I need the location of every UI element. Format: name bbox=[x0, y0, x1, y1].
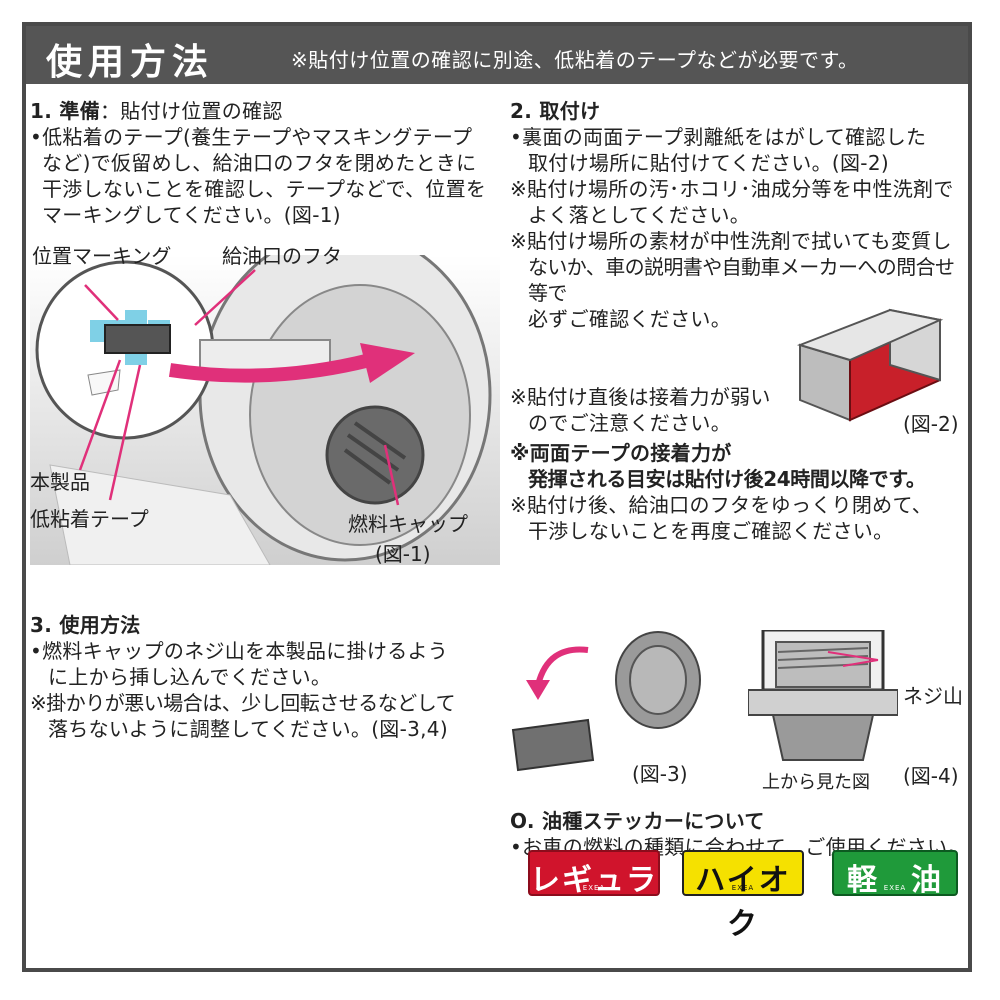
step2-bold-line: ※両面テープの接着力が bbox=[510, 441, 732, 465]
header-note: ※貼付け位置の確認に別途、低粘着のテープなどが必要です。 bbox=[291, 48, 859, 72]
sticker-label: 軽 油 bbox=[847, 863, 943, 898]
step2-title: 取付け bbox=[539, 99, 601, 123]
step2-text: 2. 取付け •裏面の両面テープ剥離紙をはがして確認した 取付け場所に貼付けてく… bbox=[510, 98, 970, 332]
sticker-number: O. bbox=[510, 809, 535, 833]
step1-heading: 1. 準備：貼付け位置の確認 bbox=[30, 98, 500, 124]
step3-line: に上から挿し込んでください。 bbox=[48, 665, 332, 689]
page-title: 使用方法 bbox=[46, 42, 215, 83]
thread-leader-lines bbox=[827, 651, 879, 667]
leader-lines bbox=[78, 269, 400, 506]
step2-line: •裏面の両面テープ剥離紙をはがして確認した bbox=[510, 125, 927, 149]
label-product: 本製品 bbox=[30, 470, 90, 494]
header-bar: 使用方法 ※貼付け位置の確認に別途、低粘着のテープなどが必要です。 bbox=[26, 26, 968, 84]
insert-arrow-head bbox=[526, 680, 550, 700]
step2-line: ※貼付け場所の汚･ホコリ･油成分等を中性洗剤で bbox=[510, 177, 954, 201]
fuel-cap-face bbox=[629, 645, 687, 715]
step2-note-line: のでご注意ください。 bbox=[528, 411, 731, 435]
sticker-title: 油種ステッカーについて bbox=[542, 809, 765, 833]
figure-3-illustration bbox=[511, 631, 701, 772]
step2-line: よく落としてください。 bbox=[528, 203, 751, 227]
sticker-label: レギュラー bbox=[530, 863, 658, 942]
step2-line: 必ずご確認ください。 bbox=[528, 307, 731, 331]
label-position-marking: 位置マーキング bbox=[32, 244, 172, 268]
step2-bold-line: 発揮される目安は貼付け後24時間以降です。 bbox=[528, 467, 926, 491]
sticker-brand: EXEA bbox=[731, 884, 755, 892]
step2-bold-note: ※両面テープの接着力が 発揮される目安は貼付け後24時間以降です。 ※貼付け後、… bbox=[510, 440, 975, 544]
step2-after-line: 干渉しないことを再度ご確認ください。 bbox=[528, 519, 894, 543]
sticker-label: ハイオク bbox=[695, 863, 791, 942]
thread-label: ネジ山 bbox=[903, 684, 963, 708]
step1-line: マーキングしてください。(図-1) bbox=[42, 203, 341, 227]
figure-3-caption: (図-3) bbox=[632, 762, 688, 786]
insert-arrow bbox=[535, 646, 589, 686]
step2-after-line: ※貼付け後、給油口のフタをゆっくり閉めて、 bbox=[510, 493, 933, 517]
holder-top bbox=[796, 308, 944, 362]
step3-number: 3. bbox=[30, 613, 53, 637]
holder-shape bbox=[511, 718, 595, 772]
step2-note-line: ※貼付け直後は接着力が弱い bbox=[510, 385, 771, 409]
sticker-brand: EXEA bbox=[883, 884, 907, 892]
step3-text: 3. 使用方法 •燃料キャップのネジ山を本製品に掛けるよう に上から挿し込んでく… bbox=[30, 612, 510, 742]
label-low-tack-tape: 低粘着テープ bbox=[30, 507, 149, 531]
step3-heading: 3. 使用方法 bbox=[30, 612, 510, 638]
step1-number: 1. bbox=[30, 99, 53, 123]
figure-2-illustration bbox=[796, 308, 944, 422]
product-holder-shape bbox=[104, 324, 171, 354]
step1-text: 1. 準備：貼付け位置の確認 •低粘着のテープ(養生テープやマスキングテープ な… bbox=[30, 98, 500, 228]
step2-note: ※貼付け直後は接着力が弱い のでご注意ください。 bbox=[510, 384, 810, 436]
sticker-brand: EXEA bbox=[582, 884, 606, 892]
step2-line: 取付け場所に貼付けてください。(図-2) bbox=[528, 151, 889, 175]
top-view-label: 上から見た図 bbox=[762, 772, 870, 793]
step3-line: •燃料キャップのネジ山を本製品に掛けるよう bbox=[30, 639, 449, 663]
figure-4-caption: (図-4) bbox=[903, 764, 959, 788]
sticker-diesel: 軽 油 EXEA bbox=[832, 850, 958, 898]
arrow-path bbox=[168, 353, 372, 383]
step2-line: ないか、車の説明書や自動車メーカーへの問合せ等で bbox=[528, 255, 955, 305]
step1-line: 干渉しないことを確認し、テープなどで、位置を bbox=[42, 177, 487, 201]
sticker-high-octane: ハイオク EXEA bbox=[682, 850, 804, 942]
step1-title: 準備 bbox=[59, 99, 100, 123]
step1-line: など)で仮留めし、給油口のフタを閉めたときに bbox=[42, 151, 477, 175]
sticker-heading: O. 油種ステッカーについて bbox=[510, 808, 970, 834]
step3-line: ※掛かりが悪い場合は、少し回転させるなどして bbox=[30, 691, 456, 715]
label-fuel-cap: 燃料キャップ bbox=[348, 512, 468, 536]
figure-2-caption: (図-2) bbox=[903, 412, 959, 436]
arrow-head bbox=[360, 343, 415, 383]
step1-line: •低粘着のテープ(養生テープやマスキングテープ bbox=[30, 125, 473, 149]
cap-body bbox=[771, 714, 875, 761]
sticker-regular: レギュラー EXEA bbox=[528, 850, 660, 942]
step3-line: 落ちないように調整してください。(図-3,4) bbox=[48, 717, 448, 741]
figure-1-illustration bbox=[30, 255, 500, 565]
step2-heading: 2. 取付け bbox=[510, 98, 970, 124]
cap-flange bbox=[748, 689, 898, 716]
step2-number: 2. bbox=[510, 99, 533, 123]
figure-1-caption: (図-1) bbox=[375, 542, 431, 566]
label-fuel-lid: 給油口のフタ bbox=[222, 244, 342, 268]
step3-title: 使用方法 bbox=[59, 613, 141, 637]
zoom-detail bbox=[87, 369, 121, 396]
car-body-panel bbox=[49, 464, 271, 565]
step1-subtitle: ：貼付け位置の確認 bbox=[100, 99, 283, 123]
figure-4-illustration bbox=[748, 630, 898, 761]
step2-line: ※貼付け場所の素材が中性洗剤で拭いても変質し bbox=[510, 229, 952, 253]
